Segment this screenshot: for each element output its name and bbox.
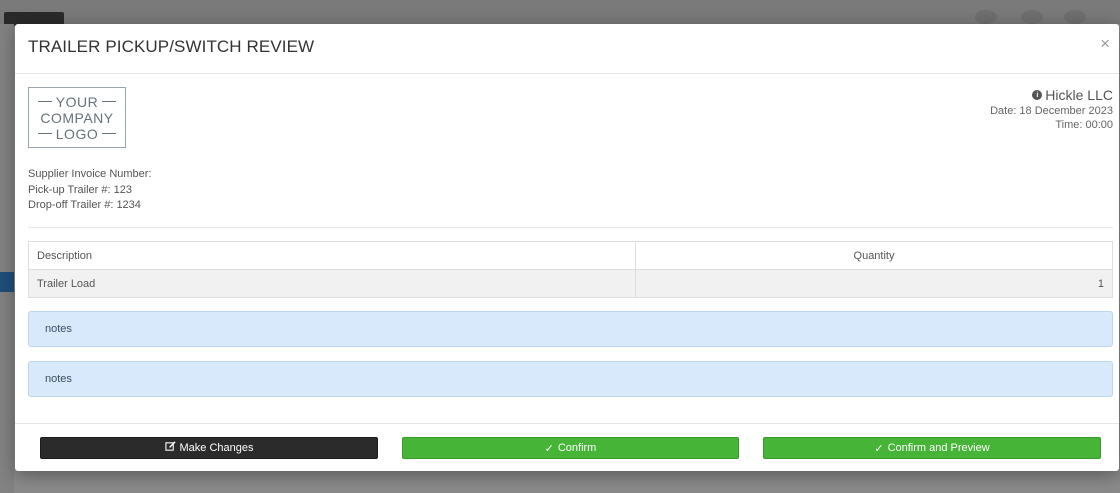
background-sidebar xyxy=(0,24,14,493)
info-icon: i xyxy=(1032,90,1043,100)
document-date: Date: 18 December 2023 xyxy=(990,105,1113,117)
document-time: Time: 00:00 xyxy=(1055,119,1113,131)
check-icon: ✓ xyxy=(544,442,554,455)
logo-text-line1: YOUR xyxy=(55,93,99,110)
table-header-row: Description Quantity xyxy=(28,241,1113,270)
confirm-label: Confirm xyxy=(557,442,597,454)
notes-box: notes xyxy=(28,361,1113,397)
company-info: i Hickle LLC Date: 18 December 2023 Time… xyxy=(990,87,1113,131)
logo-dash xyxy=(102,101,117,102)
confirm-and-preview-label: Confirm and Preview xyxy=(887,442,990,454)
logo-dash xyxy=(37,133,52,134)
confirm-and-preview-button[interactable]: ✓ Confirm and Preview xyxy=(763,437,1101,459)
trailer-details: Supplier Invoice Number: Pick-up Trailer… xyxy=(28,167,152,214)
table-row: Trailer Load 1 xyxy=(28,269,1113,298)
footer-divider xyxy=(15,423,1119,424)
company-logo-placeholder: YOUR COMPANY LOGO xyxy=(28,87,126,148)
company-name: Hickle LLC xyxy=(1045,87,1113,103)
logo-dash xyxy=(102,133,117,134)
dropoff-trailer: Drop-off Trailer #: 1234 xyxy=(28,199,141,211)
background-icon xyxy=(1064,10,1086,24)
supplier-invoice-number: Supplier Invoice Number: xyxy=(28,168,152,180)
review-modal: TRAILER PICKUP/SWITCH REVIEW × YOUR COMP… xyxy=(15,24,1119,471)
modal-title: TRAILER PICKUP/SWITCH REVIEW xyxy=(28,37,315,56)
column-header-description: Description xyxy=(28,241,636,270)
section-divider xyxy=(28,227,1113,228)
logo-text-line2: COMPANY xyxy=(40,109,114,126)
logo-dash xyxy=(37,101,52,102)
row-quantity: 1 xyxy=(635,269,1113,298)
column-header-quantity: Quantity xyxy=(635,241,1113,270)
check-icon: ✓ xyxy=(874,442,884,455)
logo-text-line3: LOGO xyxy=(55,125,99,142)
background-icon xyxy=(975,10,997,24)
row-description: Trailer Load xyxy=(28,269,636,298)
close-icon[interactable]: × xyxy=(1100,34,1110,53)
confirm-button[interactable]: ✓ Confirm xyxy=(402,437,739,459)
items-table: Description Quantity Trailer Load 1 xyxy=(28,241,1113,298)
notes-box: notes xyxy=(28,311,1113,347)
background-icon xyxy=(1021,10,1043,24)
background-sidebar-active-item xyxy=(0,272,14,292)
pickup-trailer: Pick-up Trailer #: 123 xyxy=(28,183,132,196)
make-changes-button[interactable]: Make Changes xyxy=(40,437,378,459)
make-changes-label: Make Changes xyxy=(179,442,254,454)
edit-icon xyxy=(164,441,176,455)
background-topbar xyxy=(0,0,1120,24)
modal-header: TRAILER PICKUP/SWITCH REVIEW × xyxy=(15,24,1119,74)
background-logo xyxy=(4,12,64,26)
